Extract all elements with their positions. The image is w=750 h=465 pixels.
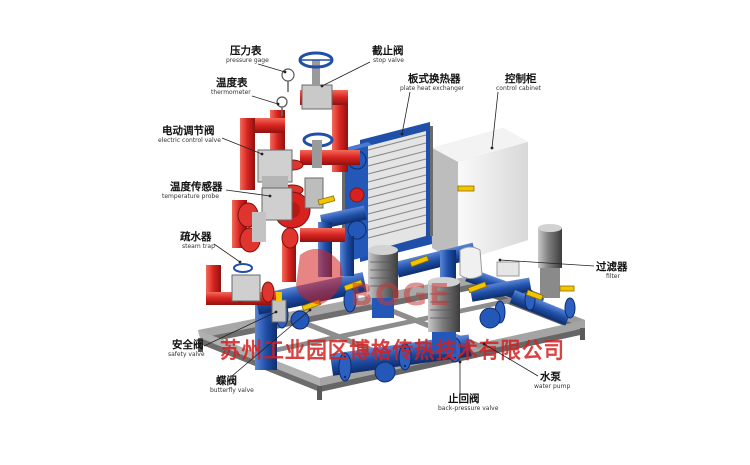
label-temperature-probe: 温度传感器 temperature probe xyxy=(162,180,272,200)
label-thermometer-en: thermometer xyxy=(211,89,251,96)
label-filter-cn: 过滤器 xyxy=(596,260,628,273)
label-control-cabinet-cn: 控制柜 xyxy=(505,72,537,85)
filter-unit xyxy=(459,246,520,279)
label-steam-trap-cn: 疏水器 xyxy=(180,230,212,243)
watermark-logo-text: BOGE xyxy=(350,278,452,313)
label-plate-heat-exchanger-cn: 板式换热器 xyxy=(408,72,461,85)
label-thermometer-cn: 温度表 xyxy=(216,76,248,89)
label-stop-valve-en: stop valve xyxy=(373,57,404,64)
label-safety-valve-en: safety valve xyxy=(168,351,205,358)
watermark: BOGE 苏州工业园区博格传热技术有限公司 xyxy=(220,248,565,364)
label-plate-heat-exchanger-en: plate heat exchanger xyxy=(400,85,465,92)
label-safety-valve-cn: 安全阀 xyxy=(172,338,204,351)
water-pump-2 xyxy=(428,277,460,354)
label-stop-valve: 截止阀 stop valve xyxy=(320,44,404,88)
label-filter: 过滤器 filter xyxy=(498,258,628,280)
label-back-pressure-valve-en: back-pressure valve xyxy=(438,405,499,412)
label-stop-valve-cn: 截止阀 xyxy=(372,44,404,57)
label-back-pressure-valve-cn: 止回阀 xyxy=(448,392,480,405)
plate-heat-exchanger xyxy=(342,122,433,262)
water-pump-3 xyxy=(538,224,562,298)
electric-control-valve xyxy=(257,132,334,190)
water-pump-1 xyxy=(368,245,398,318)
label-temperature-probe-en: temperature probe xyxy=(162,193,219,200)
label-back-pressure-valve: 止回阀 back-pressure valve xyxy=(438,360,499,412)
label-pressure-gage-cn: 压力表 xyxy=(230,44,262,57)
label-pressure-gage: 压力表 pressure gage xyxy=(226,44,287,74)
label-filter-en: filter xyxy=(606,273,620,280)
label-control-cabinet-en: control cabinet xyxy=(496,85,542,92)
label-plate-heat-exchanger: 板式换热器 plate heat exchanger xyxy=(400,72,465,136)
label-electric-control-valve-en: electric control valve xyxy=(158,137,221,144)
label-steam-trap-en: steam trap xyxy=(182,243,215,250)
stop-valve xyxy=(298,51,334,110)
watermark-company: 苏州工业园区博格传热技术有限公司 xyxy=(220,338,565,364)
safety-valve xyxy=(271,292,287,323)
label-electric-control-valve: 电动调节阀 electric control valve xyxy=(158,124,264,156)
label-temperature-probe-cn: 温度传感器 xyxy=(170,180,223,193)
thermometer xyxy=(276,96,288,116)
label-safety-valve: 安全阀 safety valve xyxy=(168,310,278,358)
label-thermometer: 温度表 thermometer xyxy=(211,76,280,106)
label-water-pump-en: water pump xyxy=(534,383,570,390)
watermark-logo-mark xyxy=(296,248,343,305)
label-control-cabinet: 控制柜 control cabinet xyxy=(490,72,542,150)
label-butterfly-valve-cn: 蝶阀 xyxy=(216,374,237,387)
label-steam-trap: 疏水器 steam trap xyxy=(180,230,242,264)
label-butterfly-valve-en: butterfly valve xyxy=(210,387,254,394)
label-water-pump-cn: 水泵 xyxy=(539,370,561,383)
steam-trap xyxy=(231,263,261,302)
label-butterfly-valve: 蝶阀 butterfly valve xyxy=(210,308,312,394)
label-pressure-gage-en: pressure gage xyxy=(226,57,269,64)
label-electric-control-valve-cn: 电动调节阀 xyxy=(162,124,215,137)
control-cabinet xyxy=(432,128,528,262)
label-water-pump: 水泵 water pump xyxy=(482,342,570,390)
